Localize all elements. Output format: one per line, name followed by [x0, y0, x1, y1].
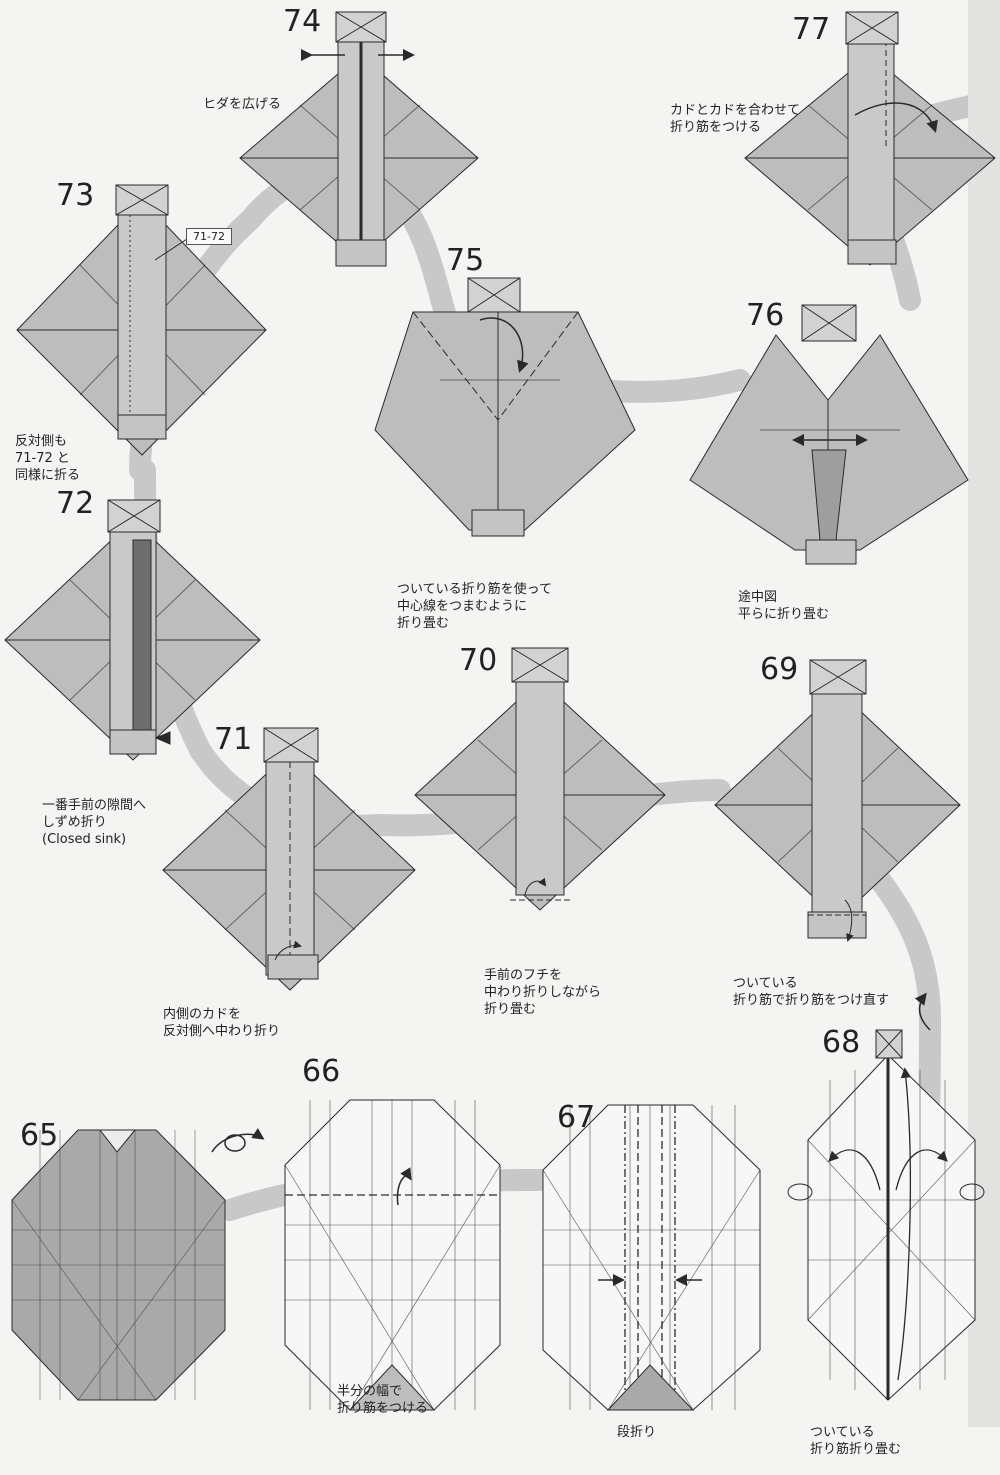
turn-over-icon — [211, 1128, 265, 1153]
step-66-caption: 半分の幅で折り筋をつける — [337, 1384, 429, 1416]
step-70-model — [414, 647, 666, 911]
folding-diagram-canvas — [4, 0, 1000, 1427]
turn-arrow-icon — [914, 992, 931, 1031]
step-69-model — [714, 659, 961, 942]
step-68-caption: ついている折り筋折り畳む — [810, 1425, 902, 1457]
step-number-68: 68 — [822, 1025, 861, 1060]
step-68-model — [787, 1029, 985, 1401]
step-67-caption: 段折り — [617, 1425, 657, 1440]
step-number-67: 67 — [557, 1100, 596, 1135]
step-73-reference-box: 71-72 — [186, 228, 232, 245]
step-71-caption: 内側のカドを反対側へ中わり折り — [163, 1007, 281, 1039]
step-number-66: 66 — [302, 1054, 341, 1089]
step-67-model — [542, 1104, 761, 1411]
step-number-69: 69 — [760, 652, 799, 687]
step-74-model — [239, 11, 479, 267]
step-70-caption: 手前のフチを中わり折りしながら折り畳む — [484, 968, 602, 1017]
step-75-caption: ついている折り筋を使って中心線をつまむように折り畳む — [397, 582, 552, 631]
step-72-model — [4, 499, 261, 761]
step-65-model — [11, 1129, 226, 1401]
step-number-65: 65 — [20, 1118, 59, 1153]
step-number-71: 71 — [214, 722, 253, 757]
step-number-77: 77 — [792, 12, 831, 47]
step-69-caption: ついている折り筋で折り筋をつけ直す — [733, 976, 890, 1008]
step-74-caption: ヒダを広げる — [203, 97, 282, 112]
step-number-72: 72 — [56, 486, 95, 521]
step-number-76: 76 — [746, 298, 785, 333]
step-77-caption: カドとカドを合わせて折り筋をつける — [670, 103, 801, 135]
step-number-75: 75 — [446, 243, 485, 278]
step-72-caption: 一番手前の隙間へしずめ折り(Closed sink) — [42, 798, 147, 847]
step-75-model — [374, 277, 636, 537]
step-76-caption: 途中図平らに折り畳む — [738, 590, 830, 622]
step-number-70: 70 — [459, 643, 498, 678]
step-77-model — [744, 11, 996, 266]
step-76-model — [689, 304, 969, 565]
step-71-model — [162, 727, 416, 991]
step-73-model — [16, 184, 267, 456]
step-number-73: 73 — [56, 178, 95, 213]
step-number-74: 74 — [283, 4, 322, 39]
step-66-model — [284, 1099, 501, 1411]
